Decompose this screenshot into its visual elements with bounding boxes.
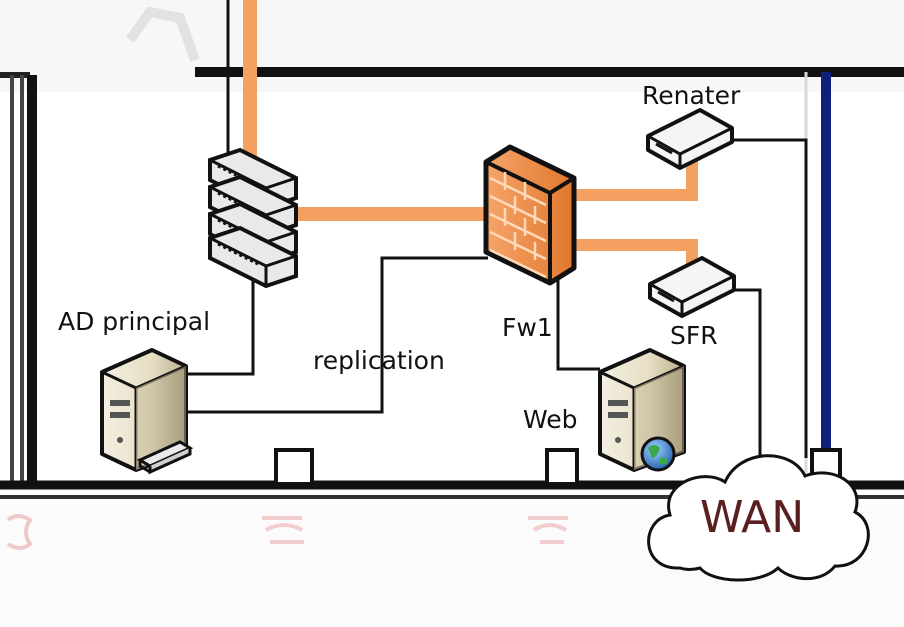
firewall-icon (483, 144, 577, 286)
label-replication: replication (313, 346, 445, 375)
server-icon-ad (100, 348, 194, 475)
cloud-icon (647, 454, 870, 582)
switch-stack-icon (208, 147, 298, 289)
globe-icon (640, 436, 676, 472)
label-wan: WAN (700, 492, 804, 543)
label-fw1: Fw1 (502, 313, 553, 342)
label-sfr: SFR (670, 321, 718, 350)
lan-links (243, 0, 698, 266)
router-icon-renater (646, 108, 734, 170)
network-links (185, 0, 808, 458)
label-web: Web (523, 405, 578, 434)
web-server-icon (598, 348, 686, 472)
router-icon-sfr (648, 256, 736, 318)
label-renater: Renater (642, 81, 741, 110)
label-ad-principal: AD principal (58, 307, 210, 336)
